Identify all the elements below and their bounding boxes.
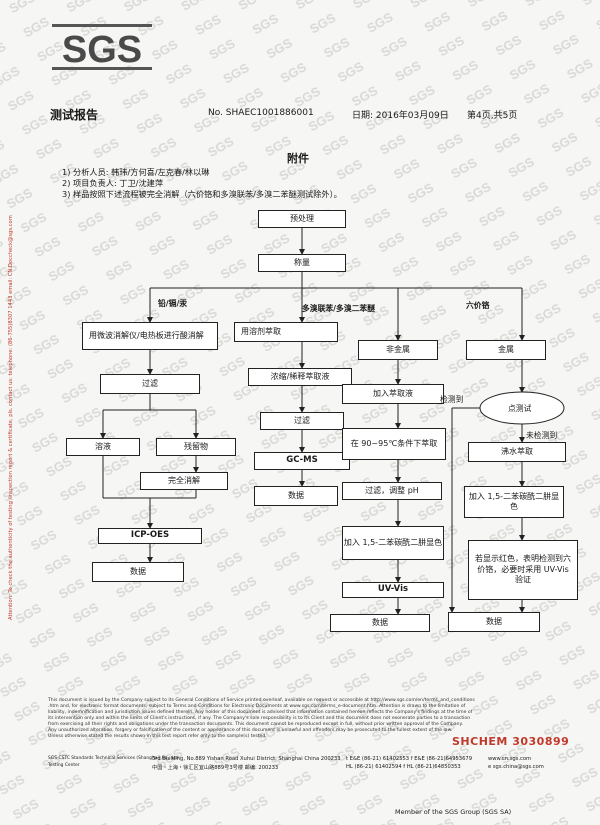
logo-text: SGS bbox=[62, 29, 142, 71]
box-solvent-extraction: 用溶剂萃取 bbox=[234, 322, 338, 342]
page-number: 第4页,共5页 bbox=[467, 111, 518, 121]
address-cn: 中国・上海・徐汇区宜山路889号3号楼 邮编: 200233 bbox=[152, 765, 279, 771]
email: e sgs.china@sgs.com bbox=[488, 764, 544, 770]
disclaimer-line: Unless otherwise stated the results show… bbox=[48, 734, 267, 739]
address-en: 3rd Building, No.889 Yishan Road Xuhui D… bbox=[152, 756, 341, 762]
branch-label-cr6: 六价铬 bbox=[466, 301, 490, 310]
section-title: 附件 bbox=[287, 152, 309, 165]
branch-label-pbb: 多溴联苯/多溴二苯醚 bbox=[302, 304, 376, 313]
note-analysts: 1) 分析人员: 韩玮/方何喜/左克春/林以琳 bbox=[62, 167, 210, 177]
box-solution: 溶液 bbox=[66, 438, 140, 456]
box-complete-digestion: 完全消解 bbox=[140, 472, 228, 490]
box-residue: 残留物 bbox=[156, 438, 236, 456]
shchem-number: SHCHEM 3030899 bbox=[452, 735, 570, 748]
report-date: 日期: 2016年03月09日 bbox=[352, 111, 449, 121]
box-nonmetal: 非金属 bbox=[358, 340, 438, 360]
testing-center: Testing Center bbox=[48, 763, 80, 768]
box-weighing: 称量 bbox=[258, 254, 346, 272]
box-uv-vis: UV-Vis bbox=[342, 582, 444, 598]
box-data-2: 数据 bbox=[254, 486, 338, 506]
disclaimer-line: its intervention only and within the lim… bbox=[48, 716, 471, 721]
report-title: 测试报告 bbox=[50, 108, 99, 122]
box-data-4: 数据 bbox=[448, 612, 540, 632]
label-not-detected: 未检测到 bbox=[526, 431, 558, 440]
note-digestion: 3) 样品按照下述流程被完全消解（六价铬和多溴联苯/多溴二苯醚测试除外）。 bbox=[62, 189, 342, 199]
branch-label-metals: 铅/镉/汞 bbox=[158, 299, 188, 308]
box-red-indication: 若显示红色，表明检测到六价铬，必要时采用 UV-Vis验证 bbox=[468, 540, 578, 600]
box-icp-oes: ICP-OES bbox=[98, 528, 202, 544]
sgs-logo: SGS bbox=[52, 24, 152, 71]
disclaimer-line: liability, indemnification and jurisdict… bbox=[48, 710, 473, 715]
box-acid-digestion: 用微波消解仪/电热板进行酸消解 bbox=[82, 322, 218, 350]
disclaimer-line: This document is issued by the Company s… bbox=[48, 698, 475, 703]
label-spot-test: 点测试 bbox=[508, 404, 532, 413]
box-gc-ms: GC-MS bbox=[254, 452, 350, 470]
box-data-3: 数据 bbox=[330, 614, 430, 632]
note-project-lead: 2) 项目负责人: 丁卫/沈建萍 bbox=[62, 178, 164, 188]
box-heat-extraction: 在 90~95℃条件下萃取 bbox=[342, 428, 446, 460]
report-number: No. SHAEC1001886001 bbox=[208, 108, 314, 118]
box-metal: 金属 bbox=[466, 340, 546, 360]
box-boiling-water: 沸水萃取 bbox=[468, 442, 566, 462]
box-concentrate: 浓缩/稀释萃取液 bbox=[248, 368, 352, 386]
box-data-1: 数据 bbox=[92, 562, 184, 582]
box-add-extract: 加入萃取液 bbox=[342, 384, 444, 404]
box-filter-1: 过滤 bbox=[100, 374, 200, 394]
disclaimer-line: from exercising all their rights and obl… bbox=[48, 722, 463, 727]
box-filter-2: 过滤 bbox=[260, 412, 344, 430]
member-notice: Member of the SGS Group (SGS SA) bbox=[395, 808, 512, 816]
phone-line-1: t E&E (86-21) 61402553 f E&E (86-21)6495… bbox=[346, 756, 473, 762]
phone-line-2: HL (86-21) 61402594 f HL (86-21)64850353 bbox=[346, 764, 461, 770]
label-detected: 检测到 bbox=[440, 395, 464, 404]
website: www.cn.sgs.com bbox=[488, 756, 532, 762]
company-name: SGS-CSTC Standards Technical Services (S… bbox=[48, 756, 180, 761]
box-add-reagent-2: 加入 1,5-二苯碳酰二肼显色 bbox=[464, 486, 564, 518]
box-add-reagent-1: 加入 1,5-二苯碳酰二肼显色 bbox=[342, 526, 444, 560]
disclaimer-line: .htm and, for electronic format document… bbox=[48, 704, 466, 709]
box-filter-ph: 过滤，调整 pH bbox=[342, 482, 442, 500]
box-pretreatment: 预处理 bbox=[258, 210, 346, 228]
disclaimer-line: Any unauthorized alteration, forgery or … bbox=[48, 728, 453, 733]
